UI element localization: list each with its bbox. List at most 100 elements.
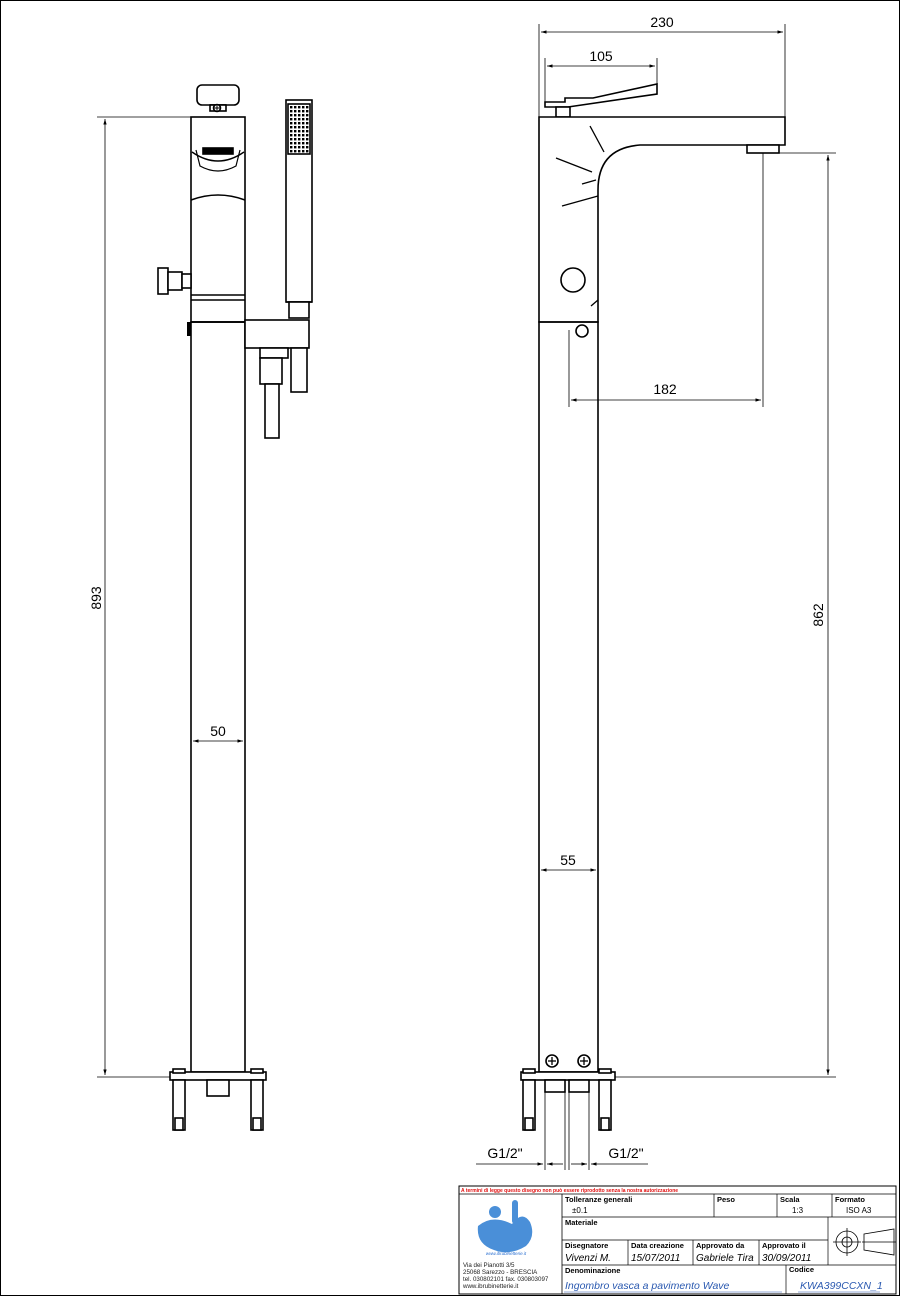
- approved-on-label: Approvato il: [762, 1241, 806, 1250]
- shower-nozzle-dot: [290, 126, 293, 129]
- spout-aerator: [746, 144, 780, 154]
- shower-nozzle-dot: [298, 142, 301, 145]
- shower-nozzle-dot: [302, 138, 305, 141]
- copyright-notice: A termini di legge questo disegno non pu…: [461, 1188, 678, 1194]
- shower-nozzle-dot: [306, 138, 309, 141]
- shower-nozzle-dot: [294, 134, 297, 137]
- shower-holder: [244, 319, 310, 349]
- screw-crosses: [548, 1057, 588, 1065]
- scale-label: Scala: [780, 1195, 800, 1204]
- shower-nozzle-dot: [298, 106, 301, 109]
- shower-nozzle-dot: [306, 146, 309, 149]
- shower-nozzle-dot: [298, 114, 301, 117]
- shower-nozzle-dot: [302, 126, 305, 129]
- dim-spout-reach: 182: [653, 381, 677, 397]
- shower-nozzle-dot: [298, 118, 301, 121]
- dim-inlet-right: G1/2": [608, 1145, 643, 1161]
- scale-value: 1:3: [792, 1206, 804, 1215]
- shower-nozzle-dot: [306, 106, 309, 109]
- shower-nozzle-dot: [294, 126, 297, 129]
- code-value: KWA399CCXN_1: [800, 1280, 883, 1292]
- shower-nozzle-dot: [302, 130, 305, 133]
- shower-nozzle-dot: [294, 110, 297, 113]
- address-line-4: www.ibrubinetterie.it: [462, 1283, 519, 1290]
- shower-nozzle-dot: [290, 142, 293, 145]
- dim-body-width-front: 50: [210, 723, 226, 739]
- name-value: Ingombro vasca a pavimento Wave: [565, 1280, 730, 1292]
- front-lever-handle: [196, 84, 240, 106]
- shower-nozzle-dot: [298, 138, 301, 141]
- shower-nozzle-dot: [298, 126, 301, 129]
- shower-nozzle-dot: [298, 150, 301, 153]
- shower-nozzle-dot: [290, 138, 293, 141]
- side-view: [520, 83, 786, 1131]
- tolerance-label: Tolleranze generali: [565, 1195, 632, 1204]
- shower-nozzle-dot: [298, 134, 301, 137]
- shower-nozzle-dot: [302, 150, 305, 153]
- shower-nozzle-dot: [290, 114, 293, 117]
- shower-nozzle-dot: [294, 114, 297, 117]
- side-column: [538, 321, 599, 1073]
- shower-nozzle-dot: [306, 130, 309, 133]
- dim-width-overall: 230: [650, 14, 674, 30]
- created-value: 15/07/2011: [631, 1253, 680, 1264]
- address-line-3: tel. 030802101 fax. 030803097: [463, 1276, 549, 1283]
- side-lever-handle: [544, 83, 658, 108]
- shower-nozzle-dot: [302, 106, 305, 109]
- drafter-label: Disegnatore: [565, 1241, 608, 1250]
- shower-nozzle-dot: [302, 142, 305, 145]
- format-label: Formato: [835, 1195, 865, 1204]
- shower-nozzle-dot: [294, 130, 297, 133]
- shower-nozzle-dot: [306, 150, 309, 153]
- shower-nozzle-dot: [294, 150, 297, 153]
- dim-height-left: 893: [88, 586, 104, 610]
- dim-height-right: 862: [810, 603, 826, 627]
- front-view: [157, 84, 313, 1131]
- projection-symbol-icon: [833, 1228, 896, 1256]
- side-base-plate: [520, 1071, 616, 1081]
- front-dimensions: [97, 116, 243, 1078]
- shower-nozzle-dot: [302, 114, 305, 117]
- format-value: ISO A3: [846, 1206, 872, 1215]
- shower-nozzle-dot: [294, 122, 297, 125]
- shower-nozzle-dot: [306, 110, 309, 113]
- shower-nozzle-dot: [294, 118, 297, 121]
- shower-nozzle-dot: [298, 122, 301, 125]
- drafter-value: Vivenzi M.: [565, 1253, 611, 1264]
- front-column: [190, 321, 246, 1073]
- shower-nozzle-dot: [302, 122, 305, 125]
- side-control-knob: [560, 267, 586, 293]
- shower-nozzle-dot: [298, 110, 301, 113]
- approved-by-label: Approvato da: [696, 1241, 745, 1250]
- shower-nozzle-dot: [298, 130, 301, 133]
- shower-nozzle-dot: [294, 138, 297, 141]
- shower-nozzle-dot: [290, 122, 293, 125]
- approved-on-value: 30/09/2011: [762, 1253, 811, 1264]
- side-dimensions: [476, 24, 836, 1170]
- dim-inlet-left: G1/2": [487, 1145, 522, 1161]
- tolerance-value: ±0.1: [572, 1206, 588, 1215]
- shower-nozzle-dot: [302, 134, 305, 137]
- shower-nozzle-dot: [302, 146, 305, 149]
- name-label: Denominazione: [565, 1266, 620, 1275]
- approved-by-value: Gabriele Tira: [696, 1253, 754, 1264]
- address-line-2: 25068 Sarezzo - BRESCIA: [463, 1269, 538, 1276]
- shower-nozzle-dot: [290, 118, 293, 121]
- shower-nozzle-dot: [306, 134, 309, 137]
- shower-nozzle-dot: [294, 146, 297, 149]
- shower-nozzle-dot: [294, 106, 297, 109]
- shower-nozzle-dot: [290, 110, 293, 113]
- title-block: [458, 1185, 897, 1295]
- shower-nozzle-dot: [290, 106, 293, 109]
- dim-body-width-side: 55: [560, 852, 576, 868]
- shower-nozzle-dot: [306, 114, 309, 117]
- front-diverter: [157, 267, 169, 295]
- shower-nozzle-dot: [290, 150, 293, 153]
- code-label: Codice: [789, 1265, 814, 1274]
- material-label: Materiale: [565, 1218, 598, 1227]
- shower-nozzle-dot: [294, 142, 297, 145]
- weight-label: Peso: [717, 1195, 735, 1204]
- shower-nozzle-dot: [302, 110, 305, 113]
